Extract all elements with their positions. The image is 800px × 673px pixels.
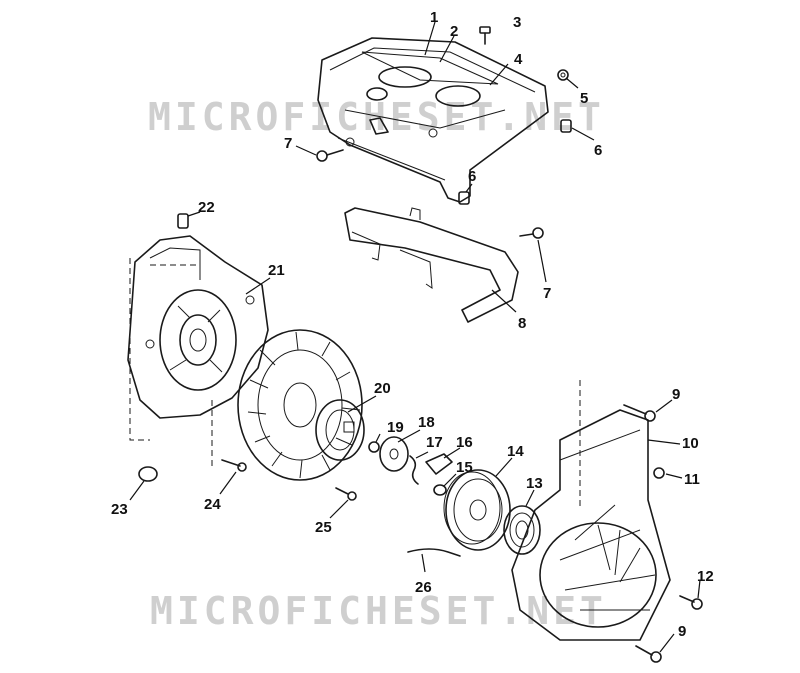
callout-20: 20: [374, 380, 391, 397]
clip-6-center: [458, 191, 470, 205]
callout-7-right: 7: [543, 285, 551, 302]
callout-18: 18: [418, 414, 435, 431]
rope-pulley-14: [443, 469, 511, 551]
callout-26: 26: [415, 579, 432, 596]
callout-15: 15: [456, 459, 473, 476]
starter-rope-26: [407, 548, 461, 557]
callout-13: 13: [526, 475, 543, 492]
watermark-bottom: MICROFICHESET.NET: [150, 589, 607, 633]
callout-2: 2: [450, 23, 458, 40]
nut-11: [653, 467, 665, 479]
clip-6-right: [560, 119, 572, 133]
callout-14: 14: [507, 443, 524, 460]
callout-10: 10: [682, 435, 699, 452]
callout-21: 21: [268, 262, 285, 279]
bolt-9-top: [623, 404, 656, 422]
nut-5: [557, 69, 569, 81]
callout-6-right: 6: [594, 142, 602, 159]
callout-19: 19: [387, 419, 404, 436]
callout-3: 3: [513, 14, 521, 31]
washer-18-hole: [389, 448, 399, 460]
bolt-7-right: [519, 227, 544, 239]
plug-22: [177, 213, 189, 229]
recoil-housing-10: [511, 409, 671, 641]
callout-25: 25: [315, 519, 332, 536]
callout-8: 8: [518, 315, 526, 332]
leader-lines: [129, 21, 701, 653]
nut-19: [368, 441, 380, 453]
callout-9-bottom: 9: [678, 623, 686, 640]
callout-22: 22: [198, 199, 215, 216]
callout-numbers: 1 2 3 4 5 6 6 7 7 8 9 9 10 11 12 13 14 1…: [111, 9, 714, 640]
flywheel: [237, 329, 363, 481]
callout-17: 17: [426, 434, 443, 451]
bolt-25: [335, 487, 357, 501]
fan-housing-21: [127, 235, 269, 419]
callout-1: 1: [430, 9, 438, 26]
callout-11: 11: [684, 471, 700, 488]
callout-12: 12: [697, 568, 714, 585]
starter-cup-20: [315, 399, 365, 461]
top-shroud-cover: [317, 37, 549, 203]
pawl-16: [425, 453, 453, 475]
bolt-7-left: [316, 149, 344, 162]
bolt-12: [679, 595, 703, 610]
callout-6-center: 6: [468, 168, 476, 185]
grommet-23: [138, 466, 158, 482]
bolt-9-bottom: [635, 645, 662, 663]
recoil-spring-13: [503, 505, 541, 555]
lower-shroud-8: [344, 207, 519, 323]
callout-9-top: 9: [672, 386, 680, 403]
watermark-top: MICROFICHESET.NET: [148, 95, 605, 139]
callout-23: 23: [111, 501, 128, 518]
screw-3: [479, 26, 491, 45]
callout-5: 5: [580, 90, 588, 107]
bolt-24: [221, 459, 247, 472]
callout-4: 4: [514, 51, 523, 68]
spring-17: [409, 455, 419, 485]
callout-24: 24: [204, 496, 221, 513]
washer-18: [379, 436, 409, 472]
ring-15: [433, 484, 447, 496]
callout-7-left: 7: [284, 135, 292, 152]
callout-16: 16: [456, 434, 473, 451]
dashed-guide-left: [129, 258, 150, 441]
